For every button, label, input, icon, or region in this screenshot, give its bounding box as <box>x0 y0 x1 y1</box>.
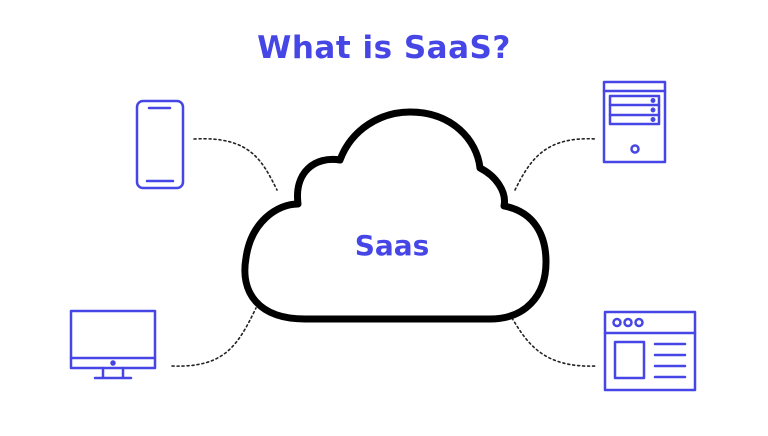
diagram-title: What is SaaS? <box>257 30 511 66</box>
connector-server <box>514 138 597 191</box>
cloud-shape <box>241 108 550 323</box>
smartphone-icon <box>135 99 185 190</box>
cloud-label: Saas <box>355 229 430 262</box>
browser-window-icon <box>603 310 697 392</box>
connector-browser-window <box>511 317 597 367</box>
desktop-monitor-icon <box>69 309 157 380</box>
connectors <box>171 138 597 367</box>
server-tower-icon <box>602 80 667 164</box>
connector-monitor <box>171 307 257 367</box>
connector-smartphone <box>193 138 278 191</box>
